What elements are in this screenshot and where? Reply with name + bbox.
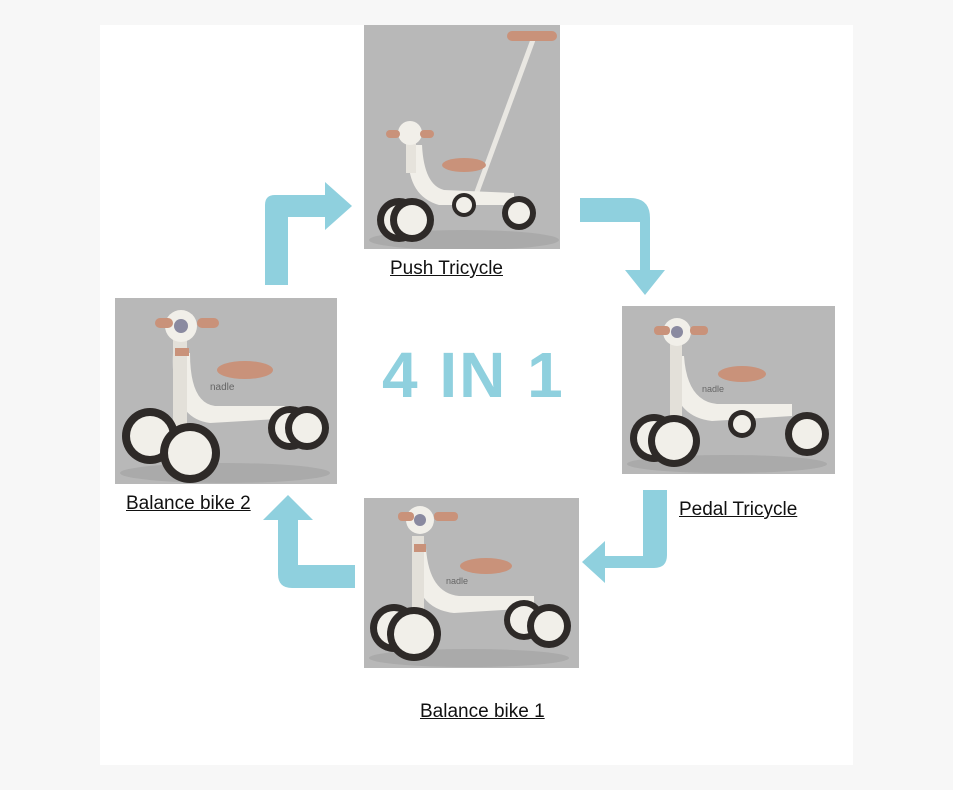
arrow-to-pedal-tricycle (580, 198, 665, 295)
svg-text:nadle: nadle (446, 576, 468, 586)
arrow-to-push-tricycle (265, 182, 352, 285)
photo-balance-bike-1: nadle (364, 498, 579, 668)
arrow-to-balance-bike-2 (263, 495, 355, 588)
label-pedal-tricycle: Pedal Tricycle (679, 499, 798, 520)
label-push-tricycle: Push Tricycle (390, 258, 503, 279)
diagram-title: 4 IN 1 (382, 339, 565, 411)
photo-balance-bike-2: nadle (115, 298, 337, 484)
label-balance-bike-2: Balance bike 2 (126, 493, 251, 514)
label-balance-bike-1: Balance bike 1 (420, 701, 545, 722)
arrow-to-balance-bike-1 (582, 490, 667, 583)
photo-pedal-tricycle: nadle (622, 306, 835, 474)
photo-push-tricycle (364, 25, 560, 249)
svg-text:nadle: nadle (702, 384, 724, 394)
brand-logo: nadle (210, 382, 235, 393)
